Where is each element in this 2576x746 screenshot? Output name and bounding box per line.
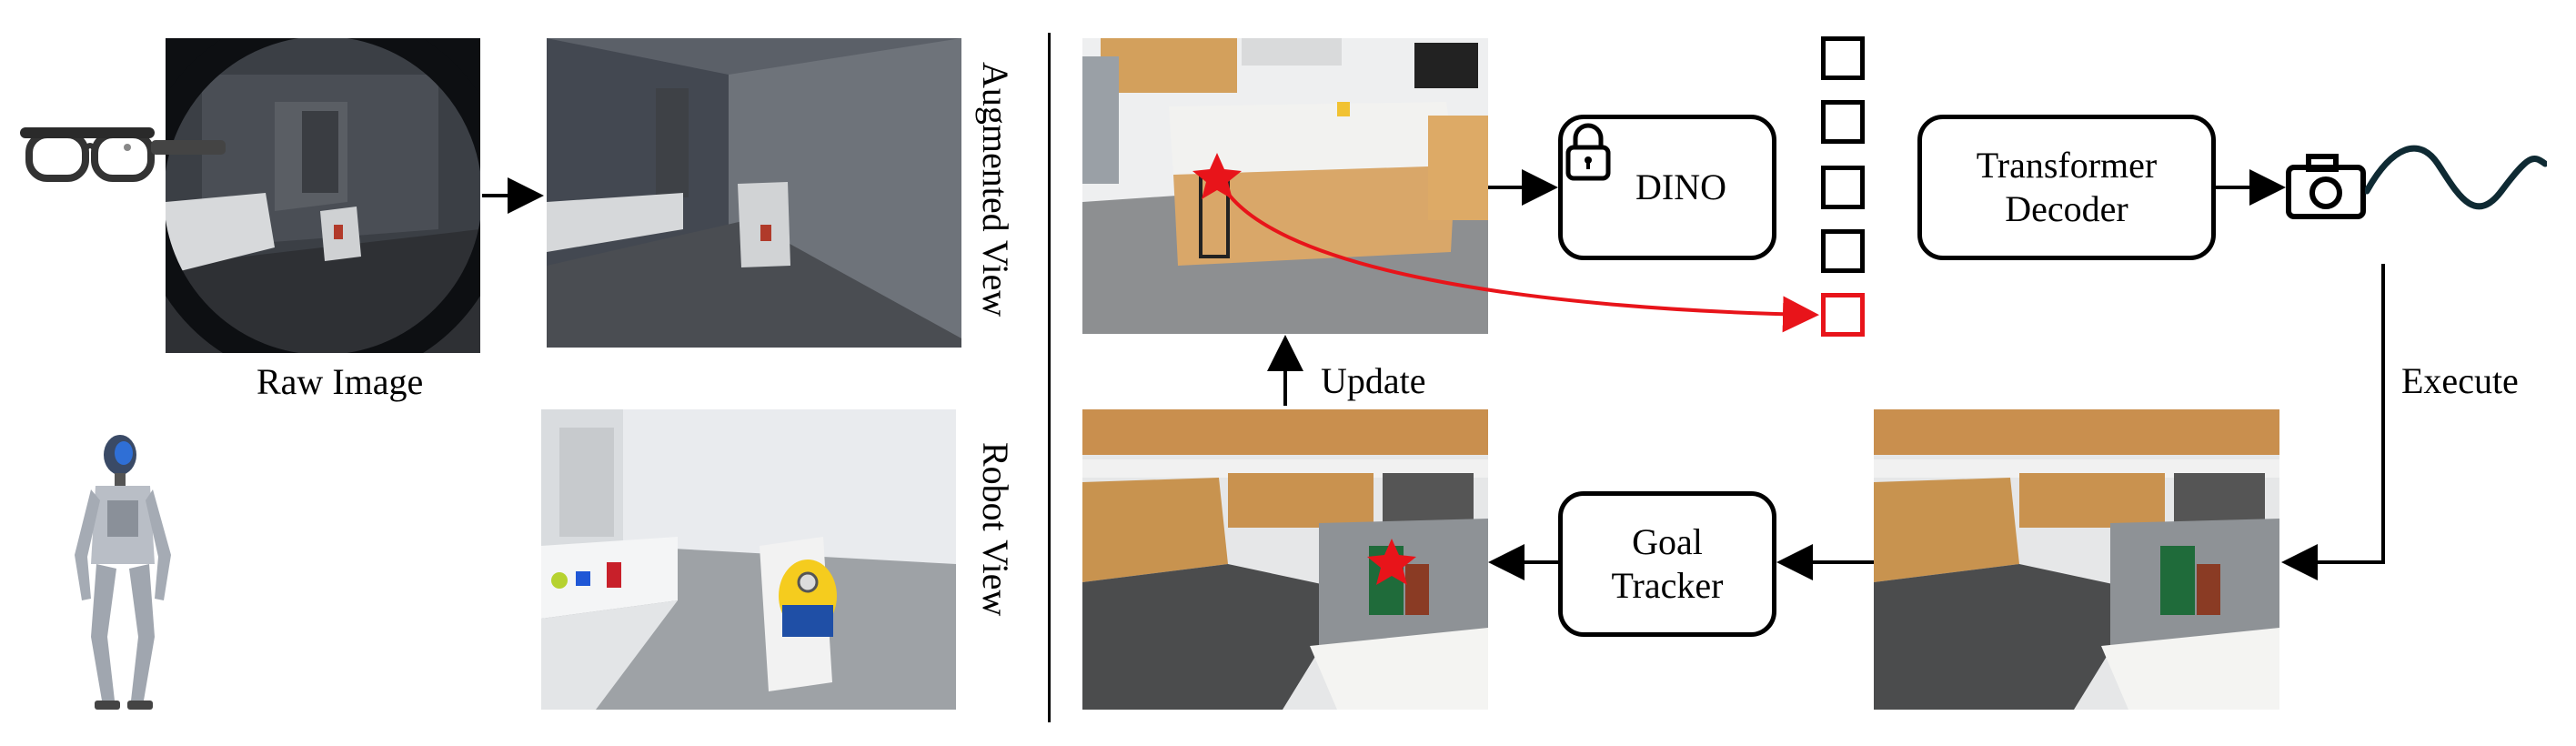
token-goal-highlighted — [1821, 293, 1865, 337]
augmented-view-label: Augmented View — [975, 62, 1016, 318]
augmented-view-photo — [547, 38, 961, 348]
update-label: Update — [1321, 360, 1426, 401]
raw-image-photo — [166, 38, 480, 353]
robot-view-label: Robot View — [975, 442, 1016, 617]
token-2 — [1821, 100, 1865, 144]
transformer-decoder-block: Transformer Decoder — [1917, 115, 2216, 260]
goal-label-line1: Goal — [1632, 521, 1703, 562]
token-3 — [1821, 166, 1865, 209]
token-4 — [1821, 229, 1865, 273]
goal-label-line2: Tracker — [1611, 565, 1724, 606]
kitchen-scene-executed — [1874, 409, 2279, 710]
robot-view-photo — [541, 409, 956, 710]
lock-icon — [1563, 120, 1614, 182]
goal-tracker-block: Goal Tracker — [1558, 491, 1776, 637]
token-1 — [1821, 36, 1865, 80]
transformer-label-line1: Transformer — [1976, 145, 2158, 186]
dino-label: DINO — [1635, 166, 1726, 207]
camera-icon — [2285, 153, 2367, 220]
trajectory-curve — [2363, 136, 2549, 218]
panel-divider — [1048, 33, 1051, 722]
raw-image-label: Raw Image — [257, 361, 424, 402]
humanoid-robot-icon — [64, 428, 182, 719]
transformer-label-line2: Decoder — [2005, 188, 2128, 229]
kitchen-scene-current — [1082, 38, 1488, 334]
glasses-icon — [20, 118, 229, 209]
arrow-execute — [2281, 264, 2385, 580]
execute-label: Execute — [2401, 360, 2519, 401]
kitchen-scene-tracked — [1082, 409, 1488, 710]
